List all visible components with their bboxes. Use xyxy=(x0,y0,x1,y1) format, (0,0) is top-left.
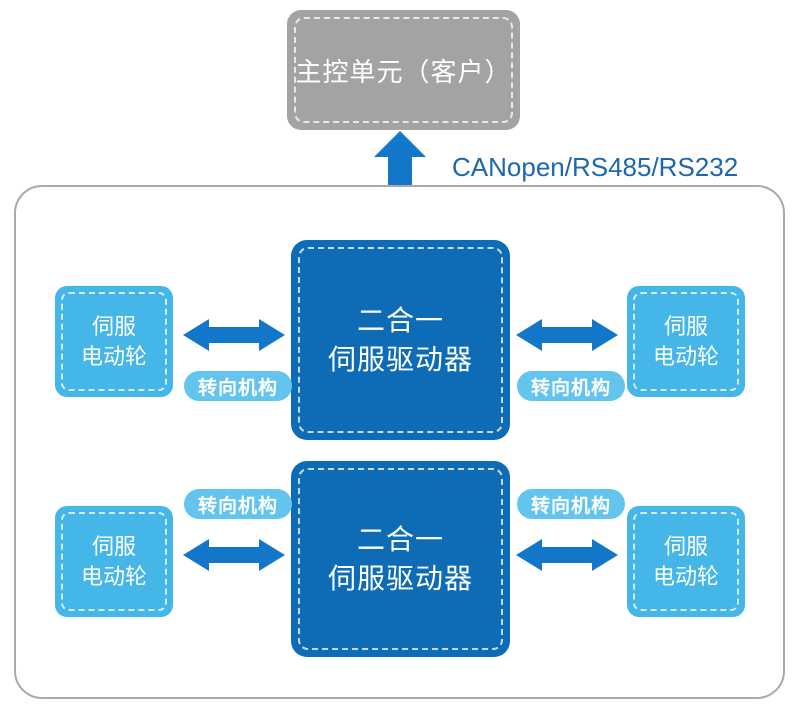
servo-driver-label: 二合一 伺服驱动器 xyxy=(327,523,473,594)
steering-mechanism-pill-row1-left: 转向机构 xyxy=(184,371,292,401)
servo-wheel-label: 伺服 电动轮 xyxy=(80,533,147,589)
servo-wheel-box-row1-right: 伺服 电动轮 xyxy=(627,286,745,397)
steering-mechanism-pill-row2-left: 转向机构 xyxy=(184,489,292,519)
master-unit-box: 主控单元（客户） xyxy=(287,10,520,130)
servo-wheel-label: 伺服 电动轮 xyxy=(652,533,719,589)
servo-wheel-box-row1-left: 伺服 电动轮 xyxy=(55,286,173,397)
servo-wheel-label: 伺服 电动轮 xyxy=(80,313,147,369)
servo-driver-box-row2: 二合一 伺服驱动器 xyxy=(291,461,510,657)
horizontal-double-arrow-icon xyxy=(516,539,618,571)
horizontal-double-arrow-icon xyxy=(183,319,285,351)
servo-wheel-label: 伺服 电动轮 xyxy=(652,313,719,369)
horizontal-double-arrow-icon xyxy=(516,319,618,351)
master-unit-label: 主控单元（客户） xyxy=(295,56,512,87)
servo-driver-box-row1: 二合一 伺服驱动器 xyxy=(291,240,510,440)
steering-mechanism-pill-row2-right: 转向机构 xyxy=(517,489,625,519)
servo-wheel-box-row2-right: 伺服 电动轮 xyxy=(627,506,745,617)
servo-wheel-box-row2-left: 伺服 电动轮 xyxy=(55,506,173,617)
bus-protocol-label: CANopen/RS485/RS232 xyxy=(452,152,739,182)
servo-driver-label: 二合一 伺服驱动器 xyxy=(327,304,473,375)
horizontal-double-arrow-icon xyxy=(183,539,285,571)
steering-mechanism-pill-row1-right: 转向机构 xyxy=(517,371,625,401)
